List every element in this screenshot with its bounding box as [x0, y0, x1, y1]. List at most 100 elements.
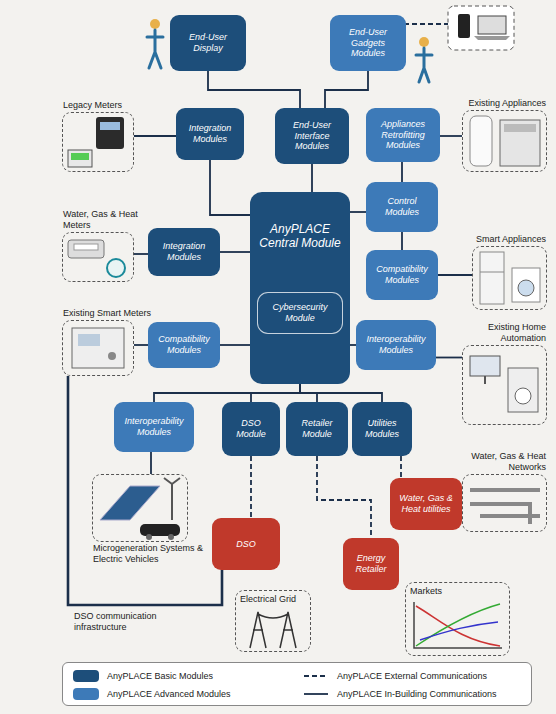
- group-heading: Legacy Meters: [63, 100, 163, 111]
- phone-icon: [458, 14, 470, 38]
- in-building-link: [134, 253, 148, 255]
- in-building-link: [325, 71, 368, 108]
- legend-line: [304, 693, 328, 695]
- chart-curve: [420, 622, 498, 640]
- device-frame: [448, 6, 514, 50]
- gadget-devices: [448, 6, 514, 50]
- dishwasher-icon: [500, 120, 540, 166]
- group-heading: Water, Gas & Heat Meters: [63, 209, 143, 231]
- basic-module: End-User Interface Modules: [275, 108, 349, 164]
- module-label: Control Modules: [370, 196, 434, 218]
- fridge-icon: [480, 252, 504, 304]
- meter-screen: [71, 153, 89, 160]
- car-body: [140, 524, 180, 536]
- advanced-module: Interoperability Modules: [114, 402, 194, 452]
- wind-turbine-blades: [164, 478, 180, 494]
- module-label: Retailer Module: [290, 418, 344, 440]
- group-heading: Existing Appliances: [446, 98, 546, 109]
- advanced-module: Appliances Retrofitting Modules: [366, 108, 440, 162]
- module-label: Appliances Retrofitting Modules: [370, 119, 436, 151]
- device-group: Water, Gas & Heat Networks: [462, 474, 547, 532]
- legend-text: AnyPLACE External Communications: [337, 671, 487, 681]
- legend-box: AnyPLACE Basic ModulesAnyPLACE Advanced …: [62, 662, 532, 706]
- group-heading: Markets: [410, 586, 510, 597]
- advanced-module: Control Modules: [366, 182, 438, 232]
- meter-screen: [100, 122, 120, 130]
- advanced-module: Compatibility Modules: [148, 322, 220, 368]
- market-chart: [414, 602, 502, 648]
- meter-body: [72, 328, 124, 368]
- in-building-link: [438, 274, 472, 276]
- chart-curve: [416, 606, 500, 646]
- in-building-link: [134, 135, 176, 137]
- device-group: Microgeneration Systems & Electric Vehic…: [92, 474, 188, 542]
- group-heading: Water, Gas & Heat Networks: [461, 451, 546, 473]
- car-wheel: [168, 534, 174, 540]
- smart-meter-icon: [72, 328, 124, 368]
- advanced-module: Interoperability Modules: [356, 320, 436, 370]
- in-building-link: [401, 232, 403, 250]
- device-group: Existing Home Automation: [462, 345, 547, 425]
- external-link: [250, 456, 252, 518]
- in-building-link: [251, 384, 300, 402]
- in-building-link: [220, 251, 250, 253]
- person-head: [419, 37, 429, 47]
- cybersecurity-module: Cybersecurity Module: [257, 292, 343, 334]
- in-building-link: [311, 164, 313, 192]
- person-figure: [147, 19, 163, 68]
- legend-swatch: [73, 670, 99, 682]
- basic-module: Integration Modules: [176, 108, 244, 160]
- basic-module: Utilities Modules: [352, 402, 412, 456]
- meter-light: [108, 352, 116, 360]
- advanced-module: Compatibility Modules: [366, 250, 438, 300]
- device-dial: [515, 388, 531, 404]
- in-building-link: [220, 344, 250, 346]
- external-link-line: [404, 23, 448, 25]
- monitor-icon: [470, 356, 500, 376]
- person-body: [416, 48, 432, 82]
- basic-module: Integration Modules: [148, 228, 220, 276]
- module-label: Interoperability Modules: [360, 334, 432, 356]
- person-body: [147, 30, 163, 68]
- legend-entry: AnyPLACE In-Building Communications: [303, 688, 497, 700]
- legend-entry: AnyPLACE Advanced Modules: [73, 688, 231, 700]
- group-heading: Electrical Grid: [240, 594, 310, 605]
- monitor-stand: [484, 376, 486, 384]
- device-icon: [508, 368, 538, 412]
- in-building-link: [208, 71, 300, 108]
- appliance-icons: [470, 116, 540, 166]
- smart-appliance-icons: [480, 252, 540, 304]
- module-label: Interoperability Modules: [118, 416, 190, 438]
- legend-entry: AnyPLACE Basic Modules: [73, 670, 213, 682]
- water-meter-icon: [107, 259, 125, 277]
- microgeneration-icons: [100, 478, 180, 540]
- module-label: Utilities Modules: [356, 418, 408, 440]
- device-group: Smart Appliances: [472, 246, 547, 310]
- meter-screen: [74, 244, 98, 250]
- group-heading: Existing Home Automation: [461, 322, 546, 344]
- car-wheel: [146, 534, 152, 540]
- boiler-icon: [470, 116, 492, 166]
- home-automation-icons: [470, 356, 538, 412]
- in-building-link: [401, 162, 403, 182]
- module-label: Compatibility Modules: [152, 334, 216, 356]
- group-heading: Existing Smart Meters: [63, 308, 163, 319]
- external-link: [317, 456, 371, 538]
- module-label: End-User Interface Modules: [279, 120, 345, 152]
- legend-text: AnyPLACE In-Building Communications: [337, 689, 497, 699]
- in-building-link: [134, 344, 148, 346]
- in-building-link: [436, 357, 462, 359]
- basic-module: DSO Module: [222, 402, 280, 456]
- legend-swatch: [73, 688, 99, 700]
- module-label: End-User Gadgets Modules: [334, 27, 402, 59]
- pylon-icons: [250, 612, 296, 648]
- pipe-network: [470, 490, 540, 524]
- in-building-link: [68, 376, 222, 605]
- device-group: Existing Appliances: [462, 110, 547, 172]
- external-actor-box: Energy Retailer: [343, 538, 399, 590]
- solar-panel: [100, 486, 160, 520]
- person-figure: [416, 37, 432, 82]
- central-module: AnyPLACE Central ModuleCybersecurity Mod…: [250, 192, 350, 384]
- legend-line-sample: [303, 670, 329, 682]
